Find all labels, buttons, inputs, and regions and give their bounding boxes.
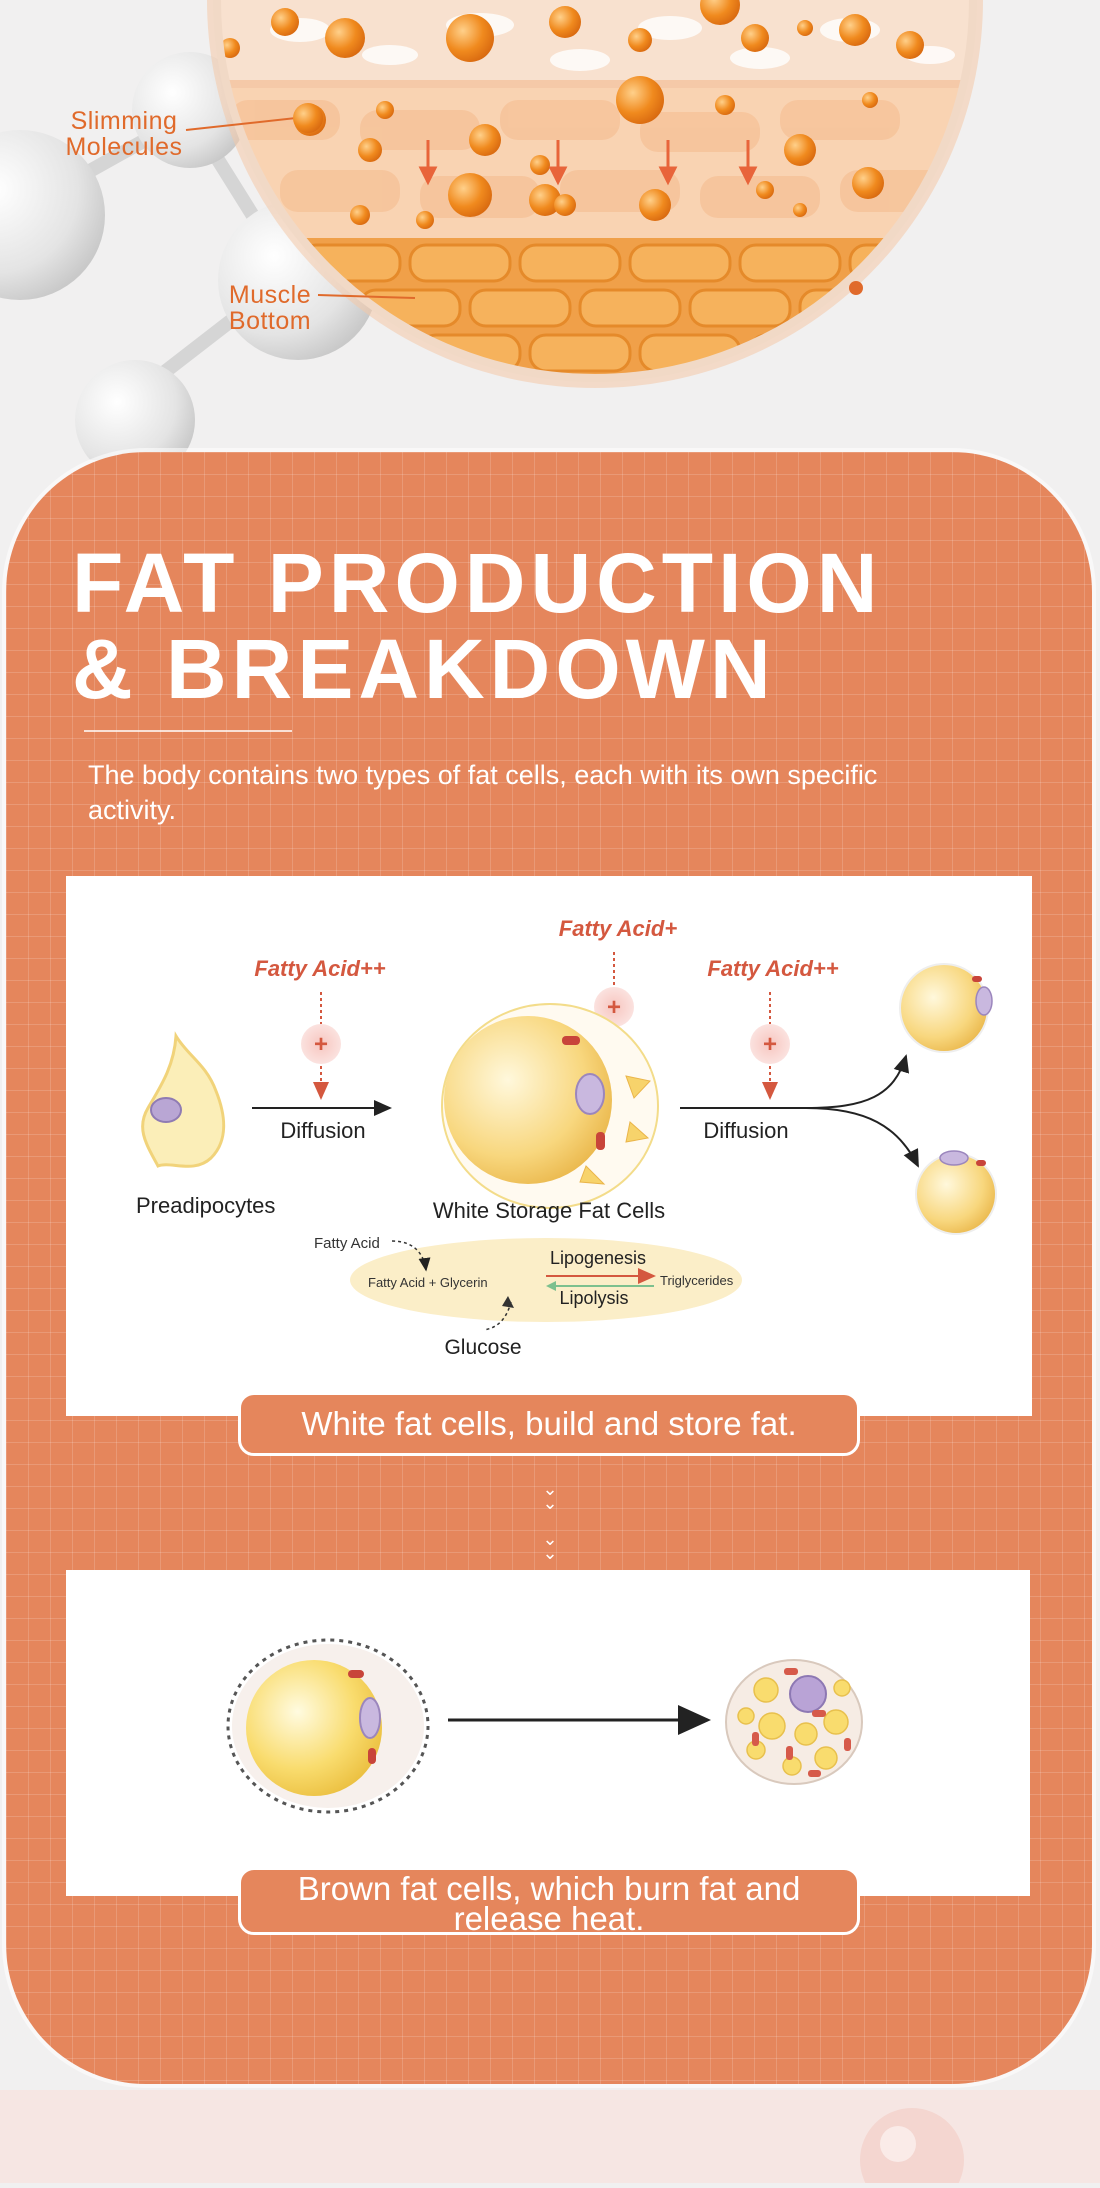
fatty-acid-left-label: Fatty Acid++ <box>254 956 385 981</box>
lipolysis-label: Lipolysis <box>559 1288 628 1308</box>
white-fat-diagram: Fatty Acid++ Fatty Acid+ Fatty Acid++ + … <box>136 916 997 1359</box>
title-divider <box>84 730 292 732</box>
molecule-ball <box>0 130 105 300</box>
svg-text:+: + <box>607 994 621 1021</box>
title-line-1: FAT PRODUCTION <box>72 536 883 630</box>
section-subtitle: The body contains two types of fat cells… <box>88 760 878 825</box>
glucose-label: Glucose <box>444 1336 521 1359</box>
chevron-down-icon: ⌄⌄ <box>542 1529 558 1563</box>
diffusion-left-label: Diffusion <box>280 1118 365 1143</box>
brown-fat-caption-line-1: Brown fat cells, which burn fat and <box>297 1870 801 1907</box>
white-fat-diagram-panel: Fatty Acid++ Fatty Acid+ Fatty Acid++ + … <box>66 876 1032 1416</box>
bottom-background <box>0 2090 1100 2188</box>
white-fat-cell-before <box>226 1638 430 1814</box>
diffusion-right-label: Diffusion <box>703 1118 788 1143</box>
lipogenesis-label: Lipogenesis <box>550 1248 646 1268</box>
brown-fat-cell-after <box>725 1659 863 1785</box>
preadipocyte-cell <box>141 1031 226 1168</box>
fatty-acid-glycerin-label: Fatty Acid + Glycerin <box>368 1275 488 1290</box>
slimming-molecules-label: Slimming Molecules <box>65 107 183 161</box>
white-storage-fat-cell <box>441 1003 659 1209</box>
bubble-decoration <box>860 2108 964 2188</box>
brown-fat-caption: Brown fat cells, which burn fat and rele… <box>238 1867 860 1935</box>
svg-text:+: + <box>763 1031 777 1058</box>
title-line-2: & BREAKDOWN <box>72 622 776 716</box>
white-storage-label: White Storage Fat Cells <box>433 1198 665 1223</box>
preadipocytes-label: Preadipocytes <box>136 1193 275 1218</box>
brown-fat-diagram-panel <box>66 1570 1030 1896</box>
skin-cross-section-graphic <box>0 0 1100 460</box>
white-fat-caption: White fat cells, build and store fat. <box>238 1392 860 1456</box>
chevron-down-icon: ⌄⌄ <box>542 1479 558 1513</box>
fatty-acid-small-label: Fatty Acid <box>314 1235 380 1252</box>
white-fat-caption-text: White fat cells, build and store fat. <box>301 1405 797 1442</box>
svg-text:+: + <box>314 1031 328 1058</box>
page-title: FAT PRODUCTION & BREAKDOWN <box>72 540 882 712</box>
fatty-acid-center-label: Fatty Acid+ <box>559 916 678 941</box>
metabolism-oval <box>350 1238 742 1322</box>
muscle-bottom-label: Muscle Bottom <box>228 281 312 335</box>
down-chevrons: ⌄⌄ ⌄⌄ <box>540 1479 560 1582</box>
plus-indicator-right: + <box>750 992 790 1100</box>
brown-fat-diagram <box>226 1638 863 1814</box>
plus-indicator-left: + <box>301 992 341 1100</box>
result-fat-cell-top <box>899 963 993 1053</box>
hero-illustration: Slimming Molecules Muscle Bottom <box>0 0 1100 460</box>
fatty-acid-right-label: Fatty Acid++ <box>707 956 838 981</box>
triglycerides-label: Triglycerides <box>660 1273 734 1288</box>
result-fat-cell-bottom <box>915 1150 997 1235</box>
brown-fat-caption-line-2: release heat. <box>453 1900 645 1937</box>
